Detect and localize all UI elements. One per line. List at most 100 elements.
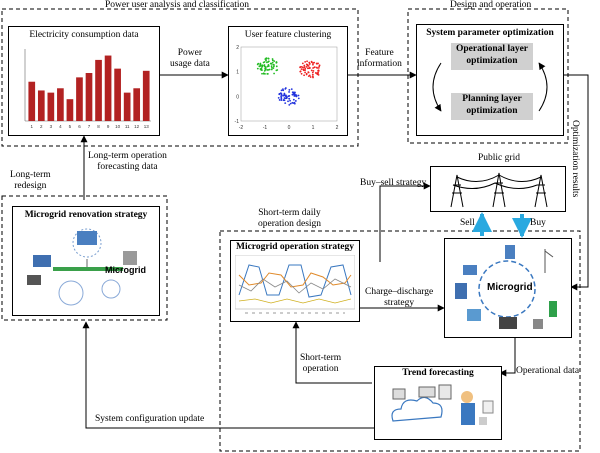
public-grid-title: Public grid (478, 153, 520, 163)
bar (104, 55, 112, 121)
label-operational-data: Operational data (516, 366, 580, 376)
x-tick-label: 2 (336, 125, 339, 131)
x-tick-label: -1 (263, 125, 268, 131)
scatter-point (275, 65, 278, 68)
renovation-illustration (27, 228, 137, 306)
bar (85, 73, 93, 121)
scatter-point (256, 63, 259, 66)
x-tick-label: 4 (59, 124, 62, 129)
sysparam-title: System parameter optimization (426, 28, 554, 38)
scatter-point (283, 92, 286, 95)
x-tick-label: 8 (97, 124, 100, 129)
scatter-point (299, 66, 301, 69)
x-tick-label: 11 (125, 124, 130, 129)
plot-frame (240, 46, 338, 122)
scatter-point (260, 69, 262, 71)
scatter-point (269, 62, 272, 65)
scatter-point (284, 102, 287, 105)
scatter-point (308, 61, 311, 64)
y-tick-label: 1 (236, 70, 239, 76)
scatter-point (278, 93, 281, 96)
microgrid-small-label: Microgrid (105, 265, 147, 275)
x-tick-label: 0 (288, 125, 291, 131)
bar (95, 59, 102, 121)
scatter-point (306, 60, 308, 63)
label-buy-sell: Buy–sell strategy (360, 178, 427, 188)
scatter-point (288, 89, 291, 91)
scatter-point (263, 61, 266, 63)
x-tick-label: 5 (69, 124, 72, 129)
scatter-point (308, 67, 311, 70)
scatter-point (264, 72, 266, 75)
scatter-point (313, 66, 316, 69)
scatter-point (264, 65, 266, 68)
scatter-point (289, 102, 292, 105)
arrow-short-term-op (292, 321, 372, 384)
label-power-usage: Power usage data (170, 48, 210, 69)
scatter-point (293, 91, 296, 94)
operation-line-chart (235, 255, 355, 314)
scatter-point (282, 99, 285, 102)
scatter-point (261, 72, 263, 75)
scatter-point (270, 65, 273, 68)
x-tick-label: -2 (239, 125, 244, 131)
transmission-towers (450, 172, 548, 208)
group-long-term (1, 195, 168, 321)
x-tick-label: 7 (88, 124, 91, 129)
y-tick-label: -1 (235, 119, 240, 125)
x-tick-label: 2 (40, 124, 43, 129)
label-sys-config: System configuration update (95, 414, 205, 424)
scatter-point (284, 88, 287, 90)
scatter-point (282, 89, 285, 92)
microgrid-box: Microgrid (444, 238, 572, 338)
scatter-point (301, 66, 304, 69)
scatter-point (291, 93, 294, 96)
scatter-point (311, 75, 314, 78)
scatter-point (307, 65, 310, 67)
group-title-long-term: Long-term redesign (10, 170, 51, 191)
group-power-user (1, 8, 359, 147)
scatter-point (291, 101, 294, 104)
operation-strategy-box: Microgrid operation strategy (230, 240, 360, 322)
scatter-point (293, 101, 296, 104)
microgrid-label: Microgrid (487, 282, 533, 293)
scatter-point (308, 63, 311, 65)
scatter-point (311, 73, 314, 76)
scatter-point (271, 66, 273, 69)
scatter-point (304, 69, 306, 72)
label-sell: Sell (460, 218, 475, 228)
scatter-point (309, 76, 312, 78)
scatter-point (272, 65, 275, 68)
bar (123, 92, 131, 121)
scatter-point (288, 103, 291, 106)
operation-strategy-title: Microgrid operation strategy (235, 242, 355, 252)
scatter-point (312, 69, 315, 72)
scatter-point (267, 57, 270, 60)
scatter-point (312, 63, 314, 66)
scatter-point (316, 67, 319, 69)
label-buy: Buy (530, 218, 546, 228)
scatter-point (280, 95, 283, 98)
scatter-point (288, 91, 290, 93)
scatter-point (261, 65, 264, 67)
scatter-point (306, 63, 309, 66)
scatter-point (313, 61, 316, 64)
scatter-point (317, 67, 320, 69)
scatter-point (275, 69, 278, 72)
sysparam-box: System parameter optimization Operationa… (416, 24, 564, 136)
trend-title: Trend forecasting (402, 368, 474, 378)
x-tick-label: 10 (115, 124, 121, 129)
public-grid-box (430, 166, 566, 212)
bar (28, 81, 36, 121)
scatter-point (318, 65, 321, 68)
scatter-point (317, 73, 320, 76)
scatter-point (301, 62, 304, 65)
scatter-point (284, 97, 287, 100)
bar (133, 88, 141, 121)
scatter-point (273, 72, 275, 75)
